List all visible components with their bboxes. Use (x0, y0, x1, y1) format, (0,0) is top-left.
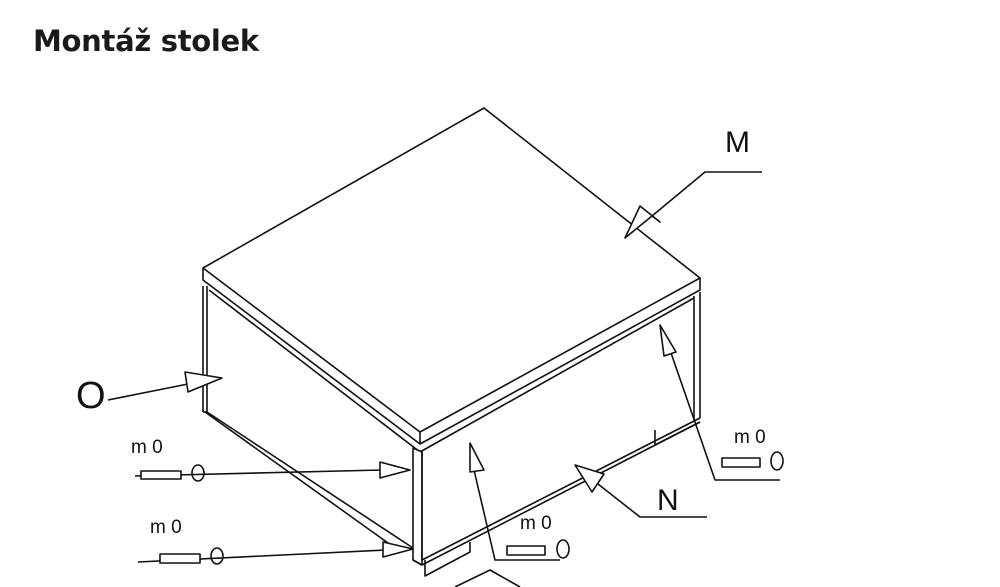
hardware-label: m 0 (150, 517, 182, 538)
part-label-n: N (657, 484, 679, 517)
hardware-label: m 0 (131, 437, 163, 458)
leader-o (107, 371, 223, 401)
leaders-front (204, 324, 780, 587)
part-label-m: M (725, 126, 750, 159)
part-label-o: O (76, 375, 106, 417)
bolt-1 (134, 461, 411, 482)
bolt-3 (506, 539, 570, 559)
table-body (202, 286, 701, 577)
hardware-label: m 0 (520, 513, 552, 534)
hardware-label: m 0 (734, 427, 766, 448)
leader-n (574, 464, 707, 518)
leader-m (624, 171, 762, 239)
bolt-4 (721, 451, 784, 471)
bolt-2 (137, 541, 414, 565)
page-title: Montáž stolek (33, 24, 259, 58)
tabletop-m (202, 107, 701, 445)
